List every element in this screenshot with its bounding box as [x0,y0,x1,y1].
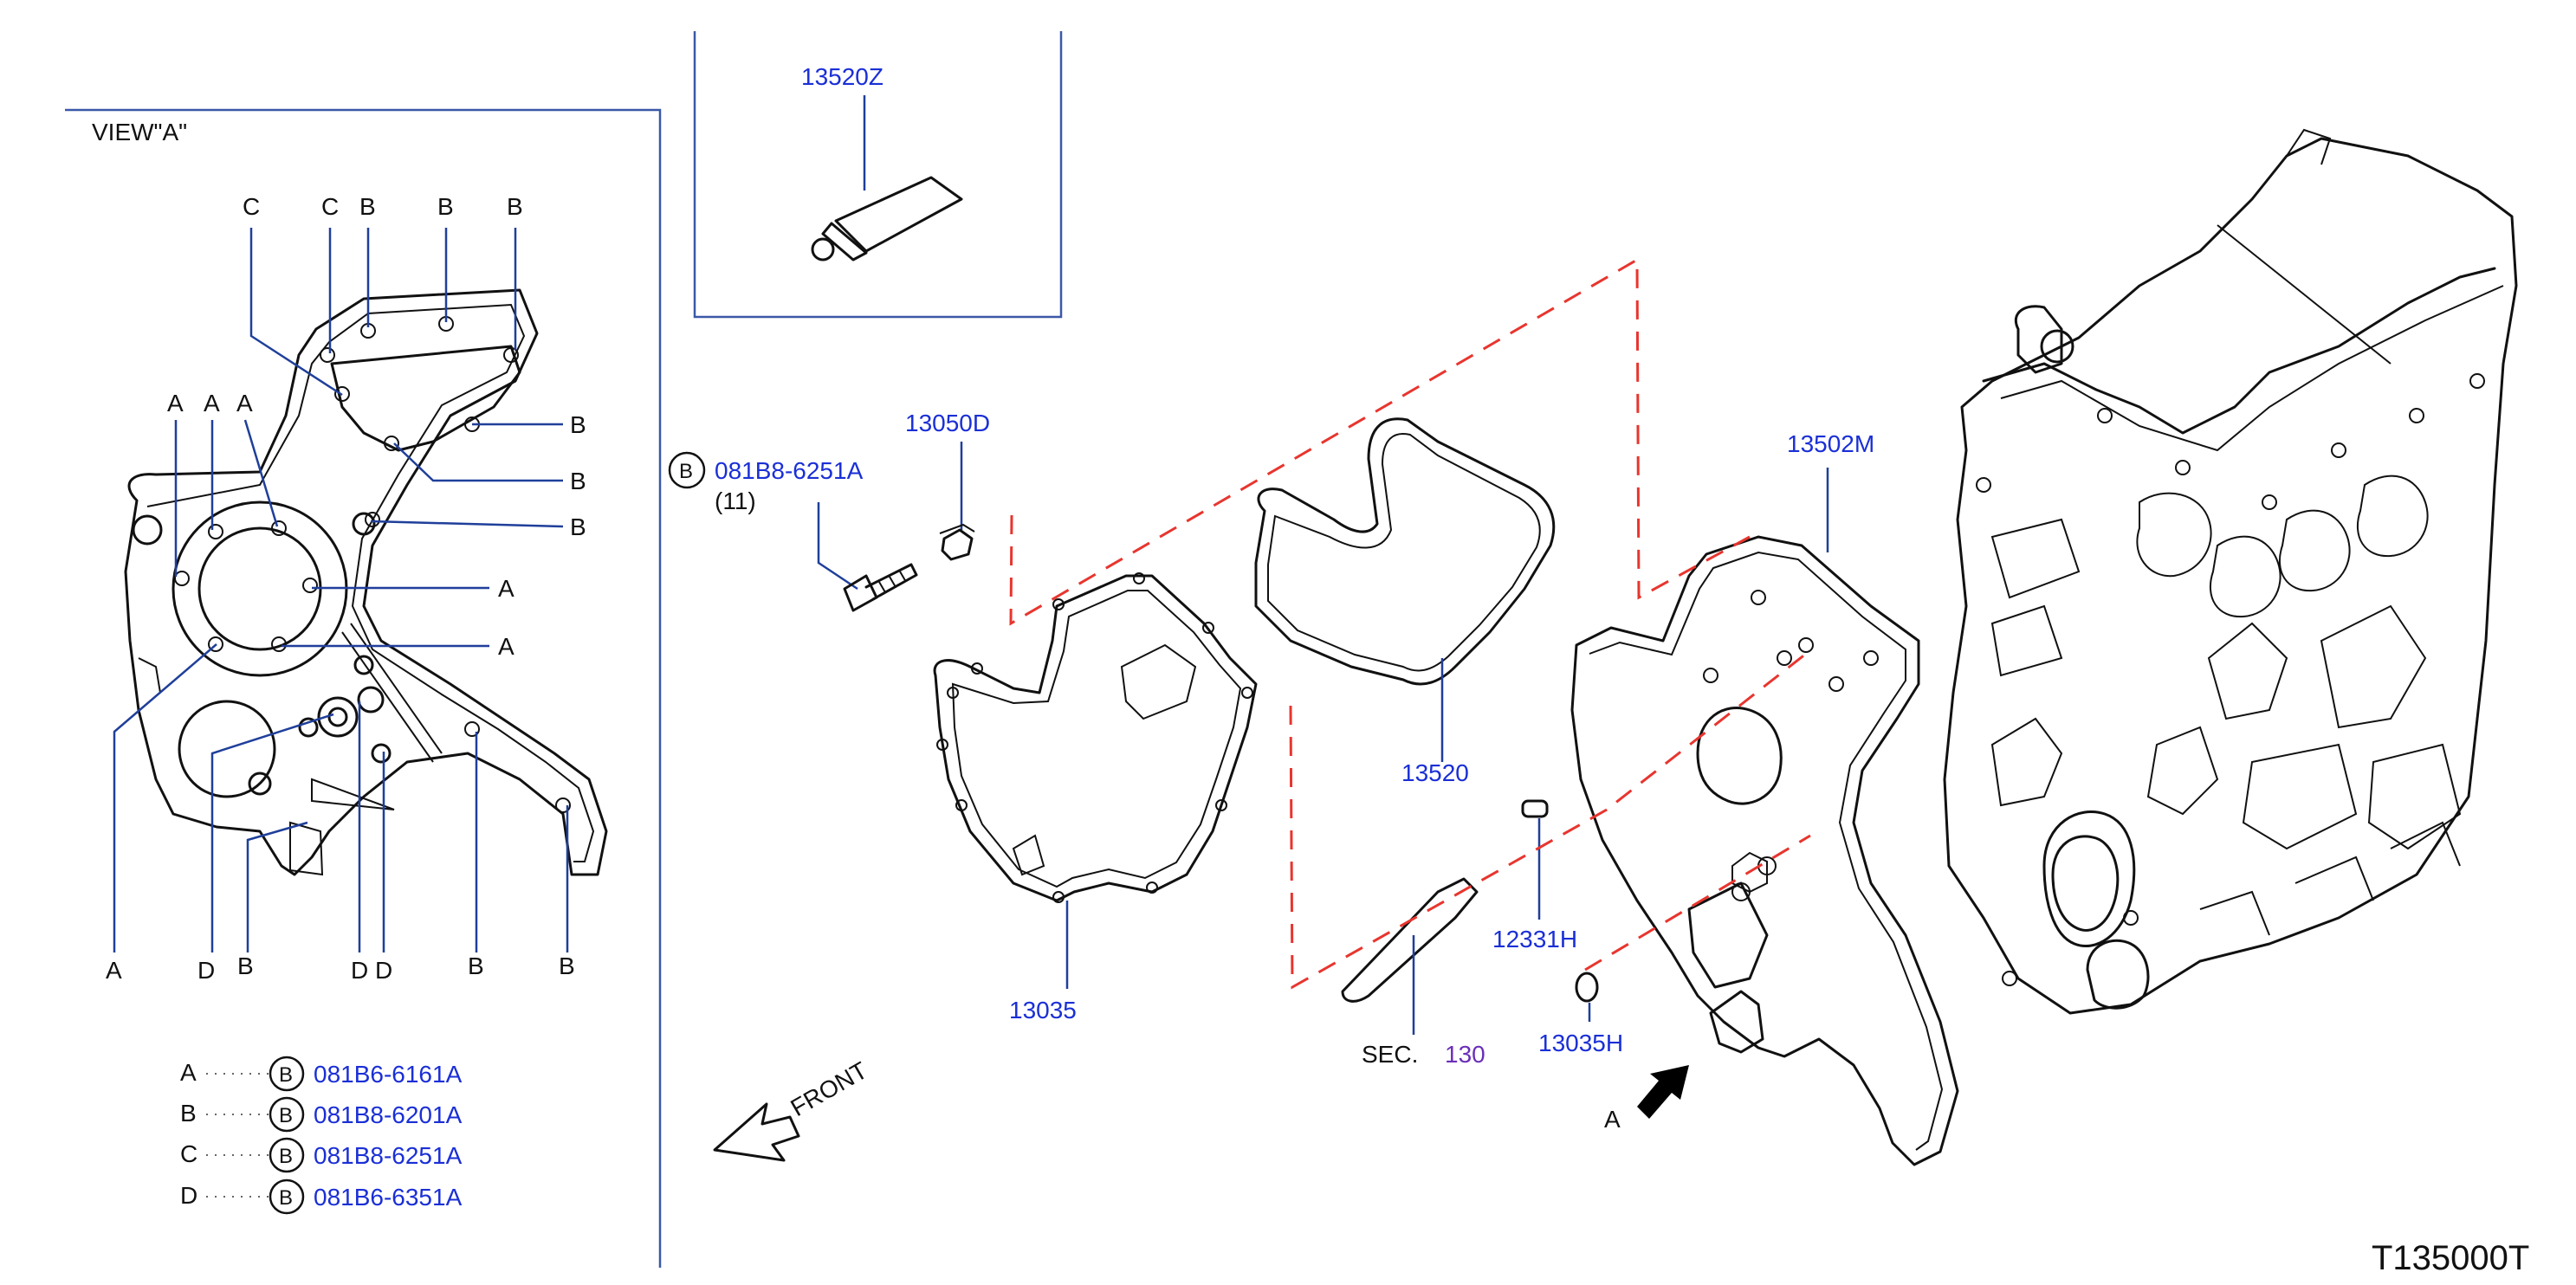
legend-letter: A [180,1059,197,1086]
view-a-arrow: A [1604,1065,1689,1133]
bolt-symbol-icon [269,1178,305,1215]
part-label-rear-cover: 13502M [1787,430,1874,457]
view-a-panel: VIEW"A" [65,108,662,1268]
callout-letter: D [351,957,368,984]
bolt-symbol-icon [269,1096,305,1133]
legend-part-number: 081B8-6251A [314,1142,463,1169]
part-label-bolt: 081B8-6251A [715,457,864,484]
callout-letter: C [243,193,260,220]
callout-letter: B [570,513,586,540]
front-arrow: FRONT [713,1056,872,1162]
sealant-box [693,31,1063,319]
legend-letter: B [180,1100,197,1127]
part-label-dowel: 12331H [1492,926,1577,952]
view-arrow-label: A [1604,1106,1621,1133]
legend-row: C B 081B8-6251A [180,1137,463,1173]
front-arrow-icon [713,1102,800,1162]
plug-callout: 13050D [905,410,990,561]
part-label-plug: 13050D [905,410,990,436]
part-label-o-ring: 13035H [1538,1030,1623,1056]
view-a-left-letters: A A A [167,390,253,416]
callout-letter: B [437,193,454,220]
view-a-top-letters: C C B B B [243,193,523,220]
legend-part-number: 081B8-6201A [314,1101,463,1128]
section-label: SEC. [1362,1041,1418,1068]
legend-row: B B 081B8-6201A [180,1096,463,1133]
view-a-bottom-letters: A D B D D B B [106,952,575,984]
callout-letter: A [167,390,184,416]
callout-letter: C [321,193,339,220]
legend-part-number: 081B6-6351A [314,1184,463,1211]
callout-letter: B [237,952,254,979]
bolt-symbol: B [279,1145,293,1168]
phantom-lines [1009,257,1811,990]
view-a-right-letters: B B B A A [498,411,586,660]
bolt-symbol-icon [269,1056,305,1092]
view-a-label: VIEW"A" [92,119,187,145]
callout-letter: B [570,468,586,494]
bolt-symbol: B [279,1063,293,1087]
callout-letter: B [570,411,586,438]
bolt-symbol: B [279,1186,293,1210]
callout-letter: B [468,952,484,979]
legend-row: A B 081B6-6161A [180,1056,463,1092]
view-a-leaders [113,228,569,952]
figure-code: T135000T [2372,1239,2529,1277]
bolt-legend: A B 081B6-6161A B B 081B8-6201A C B 081B… [180,1056,463,1215]
rear-cover: 13502M [1570,430,1959,1166]
legend-letter: D [180,1182,197,1209]
legend-row: D B 081B6-6351A [180,1178,463,1215]
front-cover: 13035 [933,572,1258,1023]
callout-letter: A [498,633,515,660]
part-label-gasket: 13520 [1401,759,1469,786]
bolt-symbol-icon [668,451,706,489]
section-number: 130 [1445,1041,1485,1068]
bolt-symbol-icon [269,1137,305,1173]
gasket: 13520 [1254,417,1556,786]
legend-letter: C [180,1140,197,1167]
o-ring: 13035H [1538,972,1623,1056]
part-label-front-cover: 13035 [1009,997,1077,1023]
chain-guide: SEC. 130 [1341,877,1485,1068]
part-label-bolt-qty: (11) [715,488,756,514]
legend-part-number: 081B6-6161A [314,1061,463,1088]
callout-letter: B [559,952,575,979]
callout-letter: D [197,957,215,984]
callout-letter: A [498,575,515,602]
engine-block [1943,128,2518,1015]
dowel: 12331H [1492,799,1577,952]
callout-letter: D [375,957,392,984]
view-direction-icon [1637,1065,1689,1119]
sealant-tube: 13520Z [801,63,963,262]
callout-letter: A [236,390,253,416]
bolt-callout: B 081B8-6251A (11) [668,451,918,612]
view-a-cover-outline [124,288,608,876]
part-label-sealant: 13520Z [801,63,883,90]
front-label: FRONT [786,1056,872,1121]
callout-letter: B [507,193,523,220]
callout-letter: A [106,957,122,984]
callout-letter: B [359,193,376,220]
bolt-symbol: B [679,460,693,483]
callout-letter: A [204,390,220,416]
bolt-symbol: B [279,1104,293,1127]
